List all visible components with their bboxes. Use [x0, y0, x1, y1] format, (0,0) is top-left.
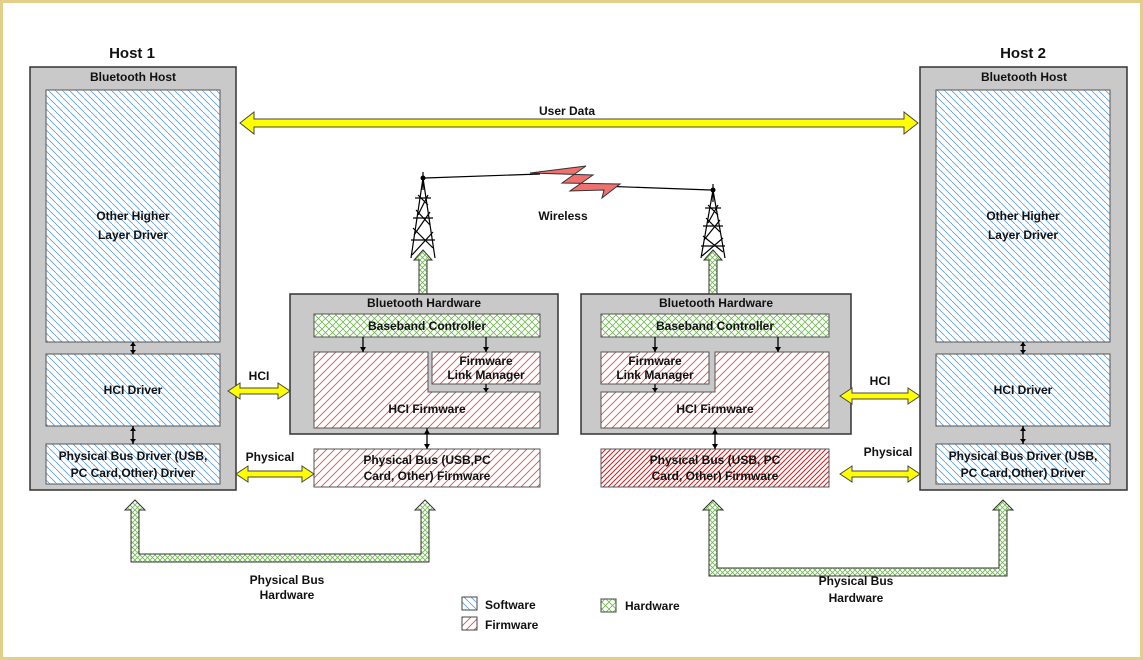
host2-hci-driver	[935, 353, 1111, 427]
host2-bluetooth-host-label: Bluetooth Host	[981, 70, 1067, 84]
bus-hw-left-line1: Physical Bus	[250, 573, 325, 587]
host2-higher-layer-line1: Other Higher	[986, 209, 1060, 223]
physical-right-arrow	[839, 465, 921, 483]
host1-higher-layer-line1: Other Higher	[96, 209, 170, 223]
bus-hw-right-line2: Hardware	[829, 591, 884, 605]
host2-bus-driver-line1: Physical Bus Driver (USB,	[949, 449, 1098, 463]
host2-higher-layer-line2: Layer Driver	[988, 228, 1058, 242]
user-data-label: User Data	[539, 104, 595, 118]
hw1-link-manager	[431, 351, 541, 385]
hw1-title: Bluetooth Hardware	[367, 296, 481, 310]
antenna-tower-1	[410, 172, 436, 259]
host2-title: Host 2	[1000, 45, 1046, 62]
hw2-hci-firmware	[600, 351, 830, 429]
physical-right-label: Physical	[864, 445, 913, 459]
physical-bus-hardware-left	[123, 499, 437, 563]
hw1-baseband-label: Baseband Controller	[368, 319, 486, 333]
hw2-hci-firmware-label: HCI Firmware	[676, 402, 754, 416]
hci-left-label: HCI	[249, 369, 270, 383]
bus-hw-right-line1: Physical Bus	[819, 574, 894, 588]
host2-bus-driver	[935, 443, 1111, 485]
host2-higher-layer-driver	[935, 89, 1111, 343]
hci-left-arrow	[227, 382, 291, 400]
antenna2-feed-arrow	[702, 249, 724, 295]
hw2-link-manager-line2: Link Manager	[616, 368, 694, 382]
host1-higher-layer-driver	[45, 89, 221, 343]
physical-bus-hardware-right	[701, 499, 1015, 577]
host1-hci-driver	[45, 353, 221, 427]
wireless-link	[424, 165, 712, 200]
wireless-label: Wireless	[538, 209, 588, 223]
hw2-baseband-label: Baseband Controller	[656, 319, 774, 333]
hw2-link-manager	[600, 351, 710, 385]
hw1-hci-firmware	[313, 351, 541, 429]
legend-software-swatch	[461, 596, 478, 611]
hw2-baseband-controller	[600, 313, 830, 338]
host1-bluetooth-host-label: Bluetooth Host	[90, 70, 176, 84]
antenna1-feed-arrow	[412, 249, 434, 295]
hw2-bus-firmware-line2: Card, Other) Firmware	[652, 469, 779, 483]
host1-bus-driver-line1: Physical Bus Driver (USB,	[59, 449, 208, 463]
host1-higher-layer-line2: Layer Driver	[98, 228, 168, 242]
legend: Software Firmware Hardware	[461, 596, 680, 632]
host2-hci-driver-label: HCI Driver	[994, 383, 1053, 397]
hw2-link-manager-line1: Firmware	[628, 354, 682, 368]
hw2-title: Bluetooth Hardware	[659, 296, 773, 310]
physical-left-arrow	[235, 465, 315, 483]
host1-bus-driver	[45, 443, 221, 485]
hw1-baseband-controller	[313, 313, 541, 338]
host1-title: Host 1	[109, 45, 155, 62]
hci-right-label: HCI	[870, 374, 891, 388]
legend-hardware-label: Hardware	[625, 599, 680, 613]
user-data-arrow	[239, 110, 919, 136]
legend-hardware-swatch	[600, 598, 617, 613]
host1-bus-driver-line2: PC Card,Other) Driver	[71, 466, 196, 480]
hw1-bus-firmware	[313, 448, 541, 488]
hci-right-arrow	[839, 387, 921, 405]
antenna-tower-2	[700, 184, 726, 259]
legend-firmware-swatch	[461, 616, 478, 631]
hw1-hci-firmware-label: HCI Firmware	[388, 402, 466, 416]
hw1-link-manager-line2: Link Manager	[447, 368, 525, 382]
hw1-bus-firmware-line2: Card, Other) Firmware	[364, 469, 491, 483]
physical-left-label: Physical	[246, 450, 295, 464]
hw1-link-manager-line1: Firmware	[459, 354, 513, 368]
hw1-bus-firmware-line1: Physical Bus (USB,PC	[363, 453, 491, 467]
wireless-bolt-icon	[529, 165, 622, 200]
host1-hci-driver-label: HCI Driver	[104, 383, 163, 397]
host2-bus-driver-line2: PC Card,Other) Driver	[961, 466, 1086, 480]
hw2-bus-firmware-line1: Physical Bus (USB, PC	[650, 453, 781, 467]
legend-firmware-label: Firmware	[485, 618, 539, 632]
legend-software-label: Software	[485, 598, 536, 612]
bus-hw-left-line2: Hardware	[260, 588, 315, 602]
